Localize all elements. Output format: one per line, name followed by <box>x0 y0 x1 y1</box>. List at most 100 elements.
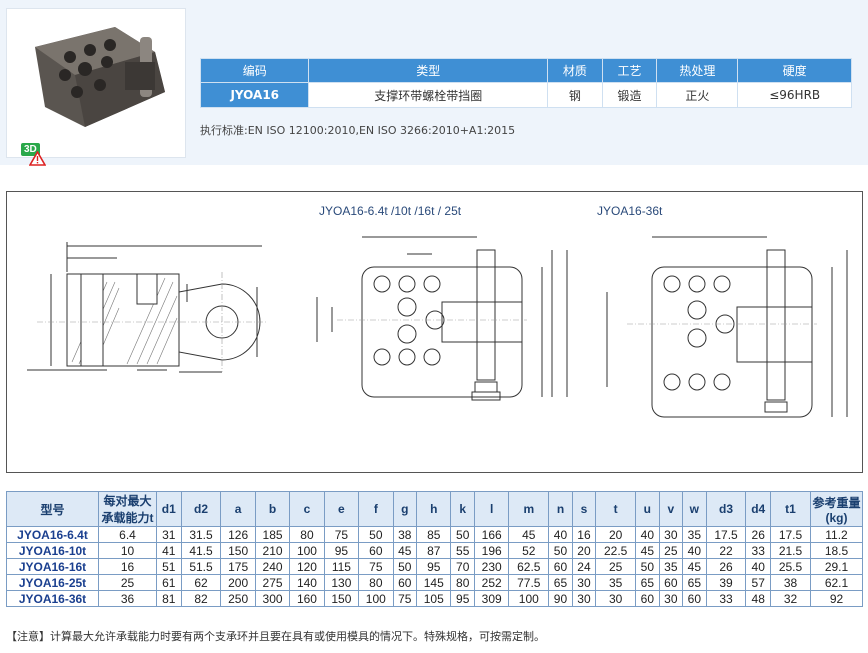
dimension-header-8: f <box>358 491 394 527</box>
value-cell: 51 <box>156 558 182 575</box>
value-cell: 140 <box>289 574 325 591</box>
dimension-header-14: n <box>548 491 573 527</box>
value-cell: 18.5 <box>810 542 863 559</box>
value-cell: 24 <box>571 558 597 575</box>
dimension-header-20: d3 <box>705 491 747 527</box>
value-cell: 50 <box>548 542 573 559</box>
value-cell: 92 <box>810 590 863 607</box>
value-cell: 81 <box>156 590 182 607</box>
warning-icon[interactable] <box>29 151 46 166</box>
spec-header-type: 类型 <box>308 58 548 83</box>
value-cell: 45 <box>508 526 550 543</box>
dimension-header-15: s <box>571 491 597 527</box>
dimension-header-1: 每对最大承载能力t <box>98 491 157 527</box>
value-cell: 45 <box>682 558 707 575</box>
value-cell: 60 <box>658 574 684 591</box>
value-cell: 26 <box>705 558 747 575</box>
value-cell: 230 <box>473 558 510 575</box>
dimension-header-11: k <box>450 491 475 527</box>
spec-header-hardness: 硬度 <box>737 58 852 83</box>
dimension-header-16: t <box>595 491 637 527</box>
spec-header-process: 工艺 <box>601 58 658 83</box>
value-cell: 87 <box>416 542 452 559</box>
value-cell: 62 <box>180 574 222 591</box>
value-cell: 95 <box>416 558 452 575</box>
value-cell: 6.4 <box>98 526 157 543</box>
dimension-header-13: m <box>508 491 550 527</box>
value-cell: 38 <box>392 526 418 543</box>
value-cell: 45 <box>392 542 418 559</box>
spec-heat: 正火 <box>656 82 739 108</box>
value-cell: 25 <box>595 558 637 575</box>
value-cell: 40 <box>635 526 660 543</box>
value-cell: 65 <box>548 574 573 591</box>
value-cell: 16 <box>98 558 157 575</box>
value-cell: 17.5 <box>705 526 747 543</box>
value-cell: 36 <box>98 590 157 607</box>
value-cell: 30 <box>595 590 637 607</box>
value-cell: 75 <box>392 590 418 607</box>
value-cell: 25.5 <box>770 558 811 575</box>
value-cell: 40 <box>548 526 573 543</box>
value-cell: 150 <box>220 542 256 559</box>
spec-type: 支撑环带螺栓带挡圈 <box>308 82 548 108</box>
value-cell: 38 <box>770 574 811 591</box>
drawing-label-36t: JYOA16-36t <box>597 204 663 218</box>
value-cell: 21.5 <box>770 542 811 559</box>
value-cell: 196 <box>473 542 510 559</box>
dimension-header-0: 型号 <box>6 491 99 527</box>
value-cell: 150 <box>323 590 360 607</box>
value-cell: 82 <box>180 590 222 607</box>
spec-header-code: 编码 <box>199 58 310 83</box>
value-cell: 75 <box>358 558 394 575</box>
value-cell: 39 <box>705 574 747 591</box>
value-cell: 35 <box>595 574 637 591</box>
dimension-header-6: c <box>289 491 325 527</box>
drawing-label-variants: JYOA16-6.4t /10t /16t / 25t <box>319 204 462 218</box>
model-cell: JYOA16-36t <box>6 590 99 607</box>
value-cell: 62.1 <box>810 574 863 591</box>
spec-header-heat: 热处理 <box>656 58 739 83</box>
value-cell: 65 <box>682 574 707 591</box>
dimension-header-22: t1 <box>770 491 811 527</box>
note-text: 【注意】计算最大允许承载能力时要有两个支承环并且要在具有或使用模具的情况下。特殊… <box>6 630 545 643</box>
model-cell: JYOA16-16t <box>6 558 99 575</box>
value-cell: 61 <box>156 574 182 591</box>
3d-model-button[interactable]: 3D <box>21 143 40 156</box>
product-photo <box>35 27 165 127</box>
value-cell: 240 <box>254 558 291 575</box>
spec-hardness: ≤96HRB <box>737 82 852 108</box>
value-cell: 70 <box>450 558 475 575</box>
value-cell: 40 <box>682 542 707 559</box>
value-cell: 175 <box>220 558 256 575</box>
value-cell: 17.5 <box>770 526 811 543</box>
value-cell: 100 <box>289 542 325 559</box>
value-cell: 185 <box>254 526 291 543</box>
dimension-header-5: b <box>254 491 291 527</box>
value-cell: 30 <box>571 590 597 607</box>
value-cell: 100 <box>358 590 394 607</box>
value-cell: 20 <box>571 542 597 559</box>
value-cell: 41.5 <box>180 542 222 559</box>
value-cell: 40 <box>745 558 772 575</box>
value-cell: 160 <box>289 590 325 607</box>
value-cell: 275 <box>254 574 291 591</box>
value-cell: 29.1 <box>810 558 863 575</box>
drawing-svg <box>27 236 848 418</box>
value-cell: 80 <box>289 526 325 543</box>
dimension-header-9: g <box>392 491 418 527</box>
value-cell: 30 <box>658 590 684 607</box>
product-photo-card: 3D <box>6 8 186 166</box>
dimension-header-4: a <box>220 491 256 527</box>
value-cell: 25 <box>658 542 684 559</box>
value-cell: 20 <box>595 526 637 543</box>
value-cell: 210 <box>254 542 291 559</box>
spec-table: 编码 类型 材质 工艺 热处理 硬度 JYOA16 支撑环带螺栓带挡圈 钢 锻造… <box>199 58 852 108</box>
value-cell: 35 <box>658 558 684 575</box>
spec-material: 钢 <box>546 82 603 108</box>
